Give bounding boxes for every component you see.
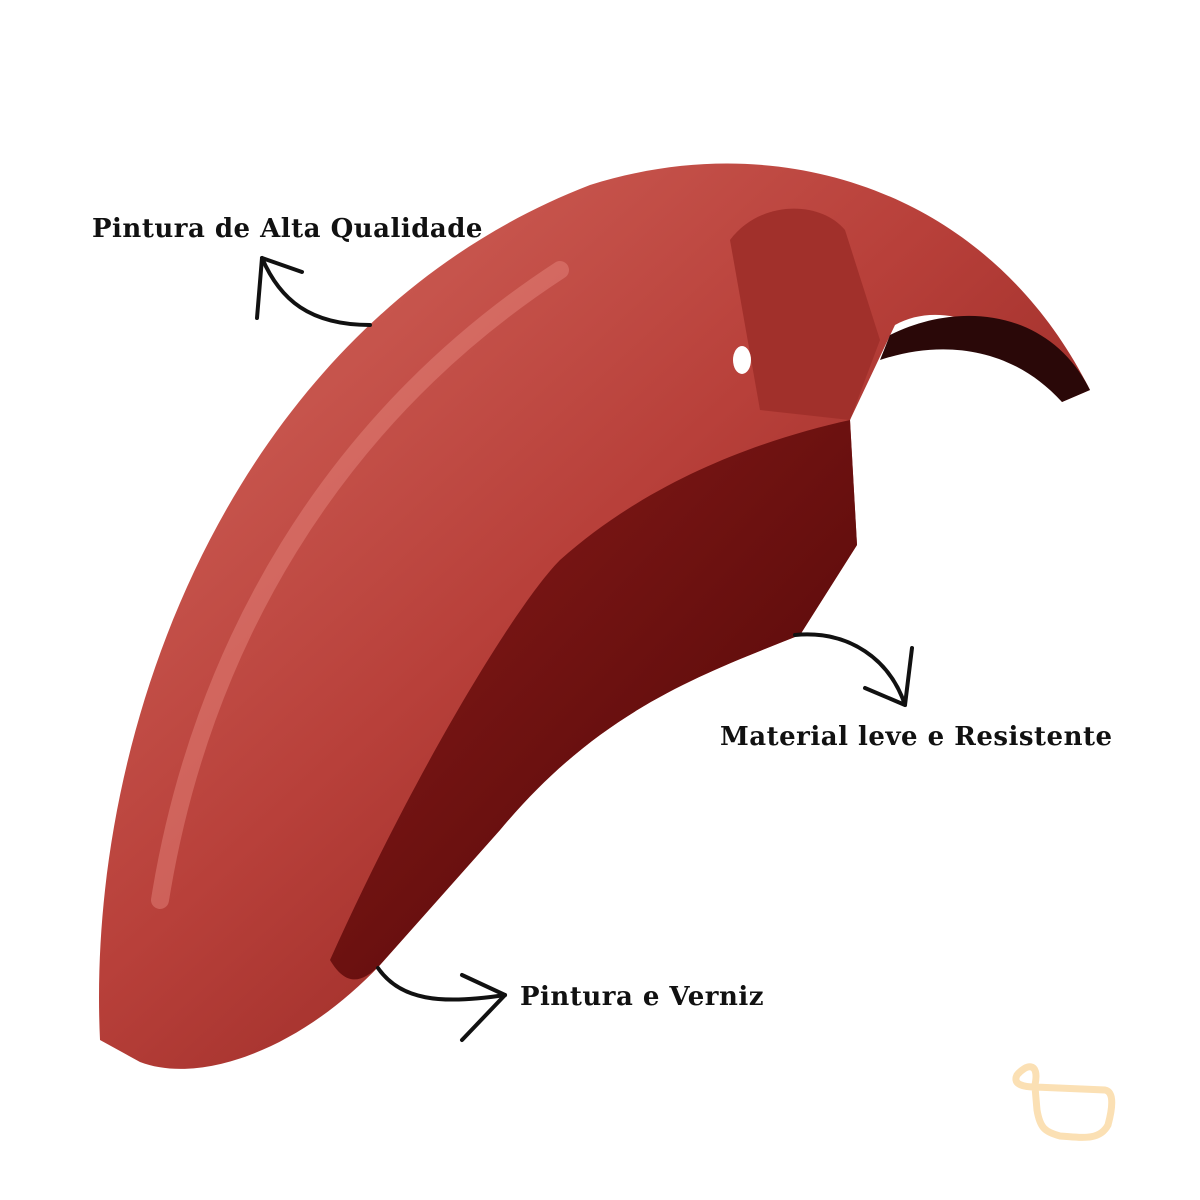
logo-icon bbox=[1012, 1063, 1116, 1141]
annotation-paint-varnish: Pintura e Verniz bbox=[520, 982, 765, 1012]
fender-side-panel bbox=[330, 420, 857, 980]
fender-bracket bbox=[730, 208, 880, 420]
annotation-material: Material leve e Resistente bbox=[720, 722, 1113, 752]
arrow-icon bbox=[793, 632, 914, 707]
fender-underside bbox=[880, 315, 1090, 402]
highlight bbox=[151, 261, 569, 909]
arrow-icon bbox=[376, 966, 507, 1042]
annotation-paint-quality: Pintura de Alta Qualidade bbox=[92, 214, 483, 244]
mount-hole bbox=[733, 346, 751, 374]
arrow-icon bbox=[255, 256, 372, 327]
